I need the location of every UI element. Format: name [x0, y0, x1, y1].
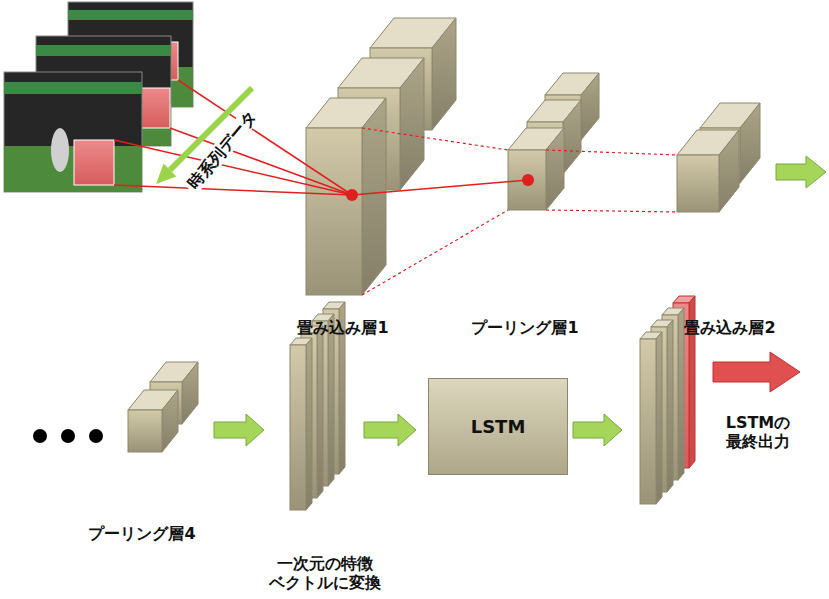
flow-arrow — [573, 414, 622, 446]
neuron-dot — [522, 174, 534, 186]
conv-layer-1 — [306, 18, 456, 295]
box-side — [182, 362, 198, 424]
layer-caption: LSTMの 最終出力 — [721, 413, 795, 451]
receptive-line — [352, 180, 528, 195]
pooling-layer-1 — [508, 73, 599, 210]
pooling-layer-4 — [128, 362, 198, 452]
board-front — [290, 345, 306, 510]
flow-arrow — [364, 414, 416, 446]
board-side — [667, 320, 673, 492]
receptive-lines — [114, 80, 528, 195]
frame-banner — [36, 45, 171, 56]
board-side — [317, 326, 323, 498]
ellipsis-dot — [61, 429, 75, 443]
layer-caption: 畳み込み層1 — [297, 318, 388, 337]
board-side — [306, 338, 312, 510]
projection-line — [362, 128, 508, 150]
conv-layer-2 — [677, 103, 760, 212]
box-side — [563, 100, 581, 174]
layer-caption: プーリング層1 — [471, 318, 578, 337]
box-side — [362, 98, 386, 295]
flow-arrow — [214, 414, 264, 446]
box-side — [740, 103, 760, 183]
ellipsis-dot — [33, 429, 47, 443]
box-side — [546, 128, 564, 210]
box-side — [432, 18, 456, 130]
box-side — [719, 130, 739, 212]
frame-banner — [4, 82, 142, 94]
continue-arrow — [776, 156, 826, 188]
node-label: LSTM — [471, 416, 526, 437]
focus-region — [74, 140, 114, 185]
board-side — [678, 308, 684, 480]
layer-caption: プーリング層4 — [88, 524, 195, 543]
box-front — [508, 150, 546, 210]
receptive-line — [114, 185, 352, 195]
box-front — [128, 410, 162, 452]
projection-lines — [362, 128, 677, 295]
neuron-dot — [346, 189, 358, 201]
projection-line — [362, 210, 508, 295]
conv-layer-box: 畳み込み層1 — [306, 18, 456, 295]
player-figure — [51, 128, 69, 172]
pooling-layer-box: プーリング層1 — [508, 73, 599, 210]
box-front — [306, 128, 362, 295]
box-side — [162, 390, 178, 452]
lstm-box: LSTM — [428, 378, 568, 475]
video-frame — [4, 72, 142, 192]
box-side — [400, 58, 424, 190]
box-front — [677, 155, 719, 212]
layer-caption: 一次元の特徴 ベクトルに変換 — [264, 554, 386, 592]
projection-line — [546, 210, 677, 212]
layer-caption: 畳み込み層2 — [684, 318, 775, 337]
focus-region — [140, 88, 170, 128]
time-arrow-head — [156, 164, 176, 184]
ellipsis-dot — [89, 429, 103, 443]
pooling-layer-box: プーリング層4 — [128, 362, 198, 452]
board-side — [328, 314, 334, 486]
board-side — [656, 332, 662, 504]
frame-banner — [68, 10, 193, 20]
time-series-label: 時系列データ — [182, 105, 262, 195]
video-frames — [4, 2, 193, 192]
projection-line — [546, 150, 677, 155]
output-arrow — [713, 352, 800, 392]
conv-layer-box: 畳み込み層2 — [677, 103, 760, 212]
board-front — [640, 339, 656, 504]
box-side — [581, 73, 599, 140]
